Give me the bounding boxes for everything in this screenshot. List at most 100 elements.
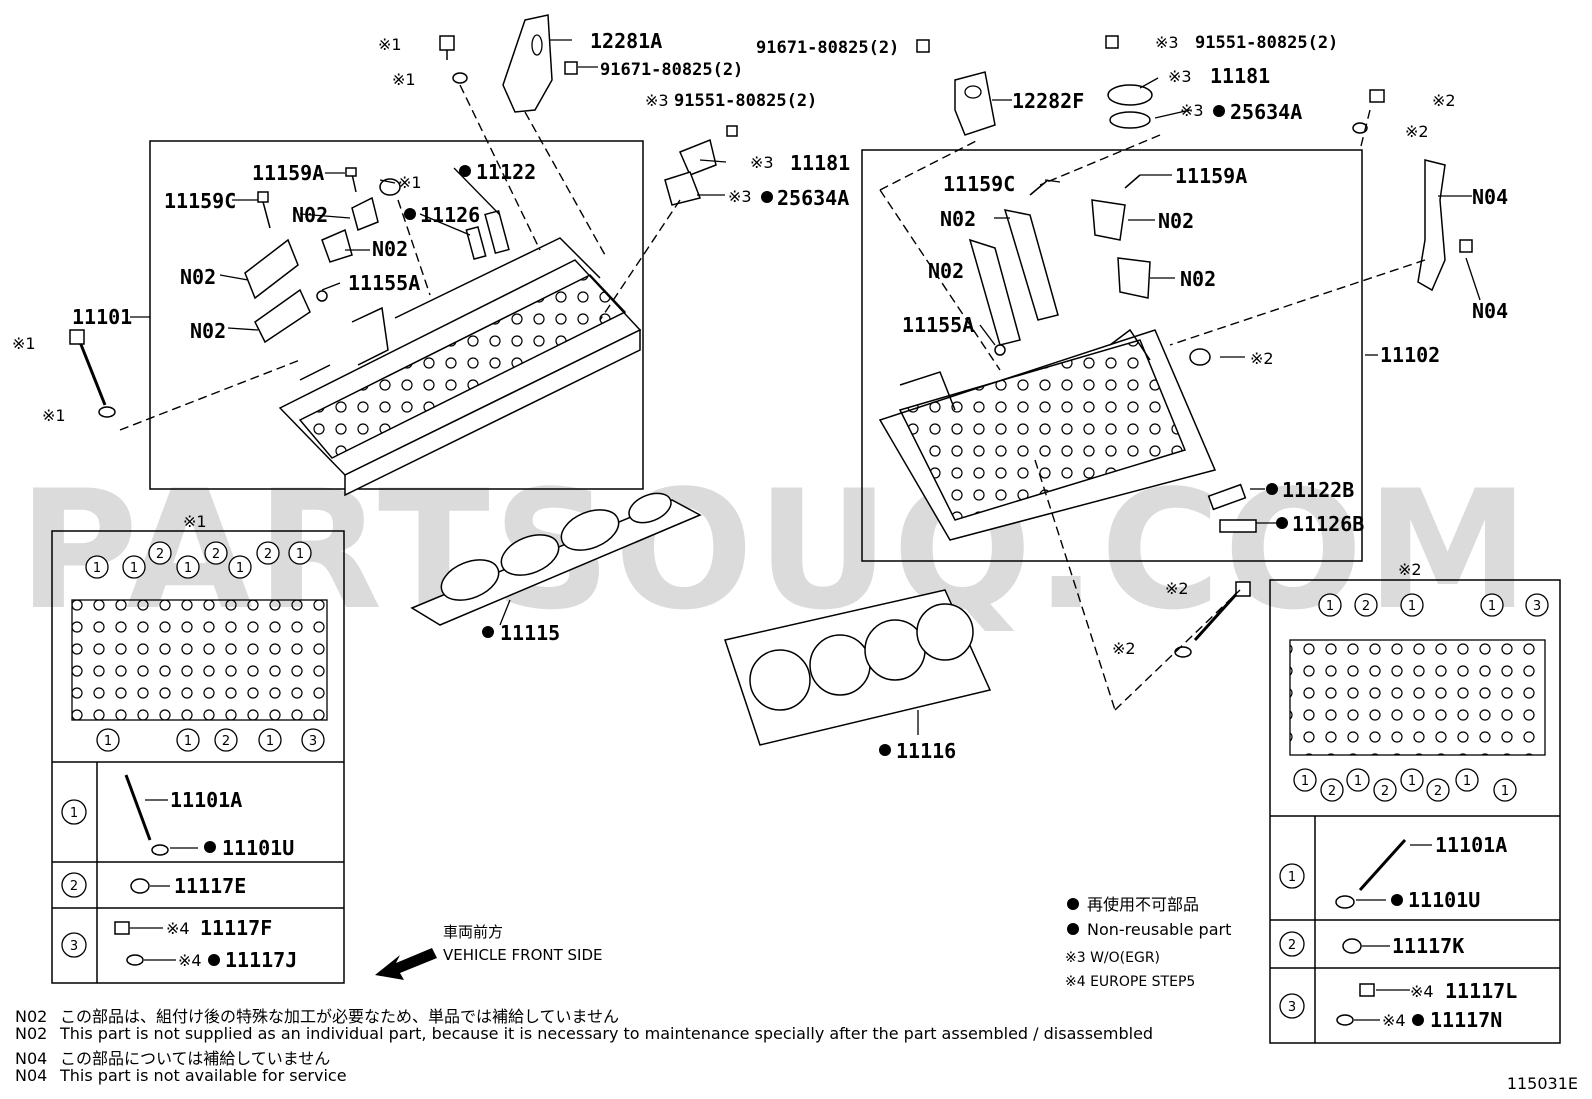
footnote-3-code: N04: [15, 1049, 48, 1068]
label-right-egr-gasket: 25634A: [1230, 100, 1302, 124]
legend-dot-icon: [1067, 898, 1079, 910]
left-head-bolt-icon: [76, 336, 107, 406]
right-row-1-washer-icon: [1335, 895, 1355, 909]
svg-text:1: 1: [266, 734, 274, 749]
non-reusable-dot-icon: [1276, 517, 1288, 529]
svg-text:2: 2: [1362, 599, 1370, 614]
svg-text:2: 2: [212, 547, 220, 562]
legend-dot-icon: [1067, 923, 1079, 935]
left-group-frame: [149, 140, 644, 490]
label-right-guide: 11122B: [1282, 478, 1354, 502]
left-plug-icon: [316, 290, 328, 302]
non-reusable-dot-icon: [1213, 105, 1225, 117]
svg-text:2: 2: [156, 547, 164, 562]
non-reusable-dot-icon: [1412, 1014, 1424, 1026]
right-plug-icon: [994, 344, 1006, 356]
svg-text:1: 1: [1463, 774, 1471, 789]
right-valve-seal-drawing: [1219, 519, 1257, 533]
label-left-plug: 11155A: [348, 271, 420, 295]
svg-text:1: 1: [236, 561, 244, 576]
left-row-2-badge: [61, 872, 87, 898]
svg-text:2: 2: [1328, 784, 1336, 799]
label-left-egr-gasket: 25634A: [777, 186, 849, 210]
label-right-screw-c: 11159C: [943, 172, 1015, 196]
right-row-3-mark-a: ※4: [1410, 982, 1434, 1001]
label-right-bolt-top: 91671-80825(2): [756, 38, 899, 58]
right-row-2-badge: [1279, 931, 1305, 957]
mark-m1-left-bolt: ※1: [378, 35, 402, 54]
svg-text:1: 1: [184, 561, 192, 576]
left-row-3-part-a: 11117F: [200, 916, 272, 940]
left-row-3-part-b: 11117J: [225, 948, 297, 972]
right-row-3-bolt-icon: [1359, 983, 1375, 997]
label-right-n02-left: N02: [928, 259, 964, 283]
right-head-group: 91671-80825(2) ※3 91551-80825(2) ※3 1118…: [756, 33, 1508, 711]
footnote-2-code: N02: [15, 1024, 48, 1043]
non-reusable-dot-icon: [1266, 483, 1278, 495]
non-reusable-dot-icon: [208, 954, 220, 966]
svg-text:2: 2: [1434, 784, 1442, 799]
legend-nonreusable-jp: 再使用不可部品: [1087, 895, 1199, 914]
front-label-en: VEHICLE FRONT SIDE: [443, 946, 603, 964]
right-row-3-badge: [1279, 993, 1305, 1019]
right-egr-bolt-icon: [1105, 35, 1119, 49]
mark-m2-right-head-washer: ※2: [1112, 639, 1136, 658]
right-bolt-table: [1269, 579, 1561, 1044]
right-bolt-pattern-drawing: [1289, 593, 1549, 802]
left-row-1-part-a: 11101A: [170, 788, 242, 812]
mark-m2-right-washer: ※2: [1405, 122, 1429, 141]
right-cam-cap-1-drawing: [1003, 209, 1059, 321]
left-row-1-bolt-icon: [124, 774, 152, 841]
svg-text:2: 2: [264, 547, 272, 562]
label-left-egr-cover: 11181: [790, 151, 850, 175]
svg-text:3: 3: [309, 734, 317, 749]
label-left-n02-bottom: N02: [190, 319, 226, 343]
left-egr-gasket-drawing: [664, 171, 702, 206]
right-cylinder-head-drawing: [878, 328, 1217, 541]
svg-text:1: 1: [1408, 774, 1416, 789]
right-valve-guide-drawing: [1207, 483, 1247, 511]
label-left-screw-c: 11159C: [164, 189, 236, 213]
non-reusable-dot-icon: [761, 191, 773, 203]
footnote-4-text: This part is not available for service: [60, 1066, 347, 1085]
left-bolt-table: [51, 530, 345, 984]
right-egr-cover-drawing: [1107, 84, 1153, 106]
right-cam-cap-2-drawing: [968, 238, 1021, 346]
mark-m1-left-seal: ※1: [398, 173, 422, 192]
label-left-screw-a: 11159A: [252, 161, 324, 185]
mark-m3-left-egr-cover: ※3: [750, 153, 774, 172]
non-reusable-dot-icon: [482, 626, 494, 638]
right-table-mark: ※2: [1398, 560, 1422, 579]
left-row-1-badge: [61, 799, 87, 825]
legend-note4: ※4 EUROPE STEP5: [1065, 974, 1195, 990]
legend-nonreusable-en: Non-reusable part: [1087, 920, 1231, 939]
left-table-mark: ※1: [183, 512, 207, 531]
svg-text:1: 1: [184, 734, 192, 749]
footnote-4-code: N04: [15, 1066, 48, 1085]
left-row-2-nut-icon: [130, 878, 150, 894]
mark-m2-right-bolt: ※2: [1432, 91, 1456, 110]
label-right-n02-lower: N02: [1180, 267, 1216, 291]
non-reusable-dot-icon: [879, 744, 891, 756]
label-right-bracket: 12282F: [1012, 89, 1084, 113]
mark-m3-right-egr-gasket: ※3: [1180, 101, 1204, 120]
svg-text:1: 1: [296, 547, 304, 562]
left-top-bolt-icon: [439, 35, 455, 51]
label-left-egr-bolt: 91551-80825(2): [674, 91, 817, 111]
mark-m3-left-egr-bolt: ※3: [645, 91, 669, 110]
left-row-1-num: 1: [70, 806, 78, 821]
label-right-screw-a: 11159A: [1175, 164, 1247, 188]
left-row-3-badge: [61, 932, 87, 958]
left-head-washer-icon: [98, 406, 116, 418]
left-egr-cover-drawing: [679, 138, 717, 176]
svg-text:1: 1: [104, 734, 112, 749]
label-left-n02-mid: N02: [372, 237, 408, 261]
right-n04-bracket-drawing: [1417, 159, 1446, 292]
right-m2-washer-icon: [1352, 122, 1368, 134]
non-reusable-dot-icon: [1391, 894, 1403, 906]
mark-m1-left-washer: ※1: [392, 70, 416, 89]
left-row-2-num: 2: [70, 879, 78, 894]
